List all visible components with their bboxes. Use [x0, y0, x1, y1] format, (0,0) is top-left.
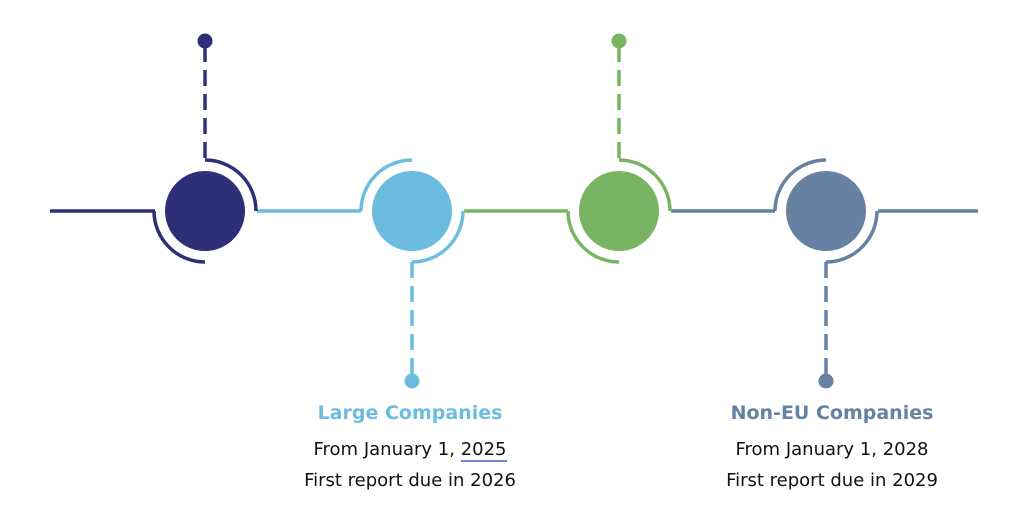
milestone-1-arc-top	[204, 158, 258, 212]
milestone-3-dot	[579, 171, 659, 251]
milestone-2-start-year: 2025	[460, 439, 507, 462]
milestone-2-arc-bottom	[411, 210, 465, 264]
milestone-2-start-prefix: From January 1,	[313, 439, 461, 460]
milestone-1	[152, 33, 258, 264]
milestone-2-start-date: From January 1, 2025	[260, 434, 560, 465]
milestone-1-arc-bottom	[152, 210, 206, 264]
milestone-3-arc-top	[618, 158, 672, 212]
milestone-4-pin	[818, 373, 834, 389]
milestone-4-dot	[786, 171, 866, 251]
milestone-1-dot	[165, 171, 245, 251]
milestone-1-pin	[197, 33, 213, 49]
milestone-2-title: Large Companies	[317, 402, 503, 424]
milestone-4-start-date: From January 1, 2028	[682, 434, 982, 465]
milestone-4-start-year: 2028	[882, 439, 929, 460]
milestone-2	[359, 158, 465, 389]
milestone-4-arc-bottom	[825, 210, 879, 264]
milestone-2-arc-top	[359, 158, 413, 212]
milestone-2-pin	[404, 373, 420, 389]
milestone-4-title: Non-EU Companies	[730, 402, 934, 424]
milestone-4	[773, 158, 879, 389]
milestone-2-caption: Large Companies From January 1, 2025 Fir…	[260, 402, 560, 496]
milestone-4-report-due: First report due in 2029	[726, 470, 938, 491]
milestone-3-pin	[611, 33, 627, 49]
milestone-4-arc-top	[773, 158, 827, 212]
milestone-2-report-due: First report due in 2026	[304, 470, 516, 491]
milestone-3-arc-bottom	[566, 210, 620, 264]
milestone-2-dot	[372, 171, 452, 251]
milestone-4-start-prefix: From January 1,	[735, 439, 883, 460]
milestone-3	[566, 33, 672, 264]
milestone-4-caption: Non-EU Companies From January 1, 2028 Fi…	[682, 402, 982, 496]
